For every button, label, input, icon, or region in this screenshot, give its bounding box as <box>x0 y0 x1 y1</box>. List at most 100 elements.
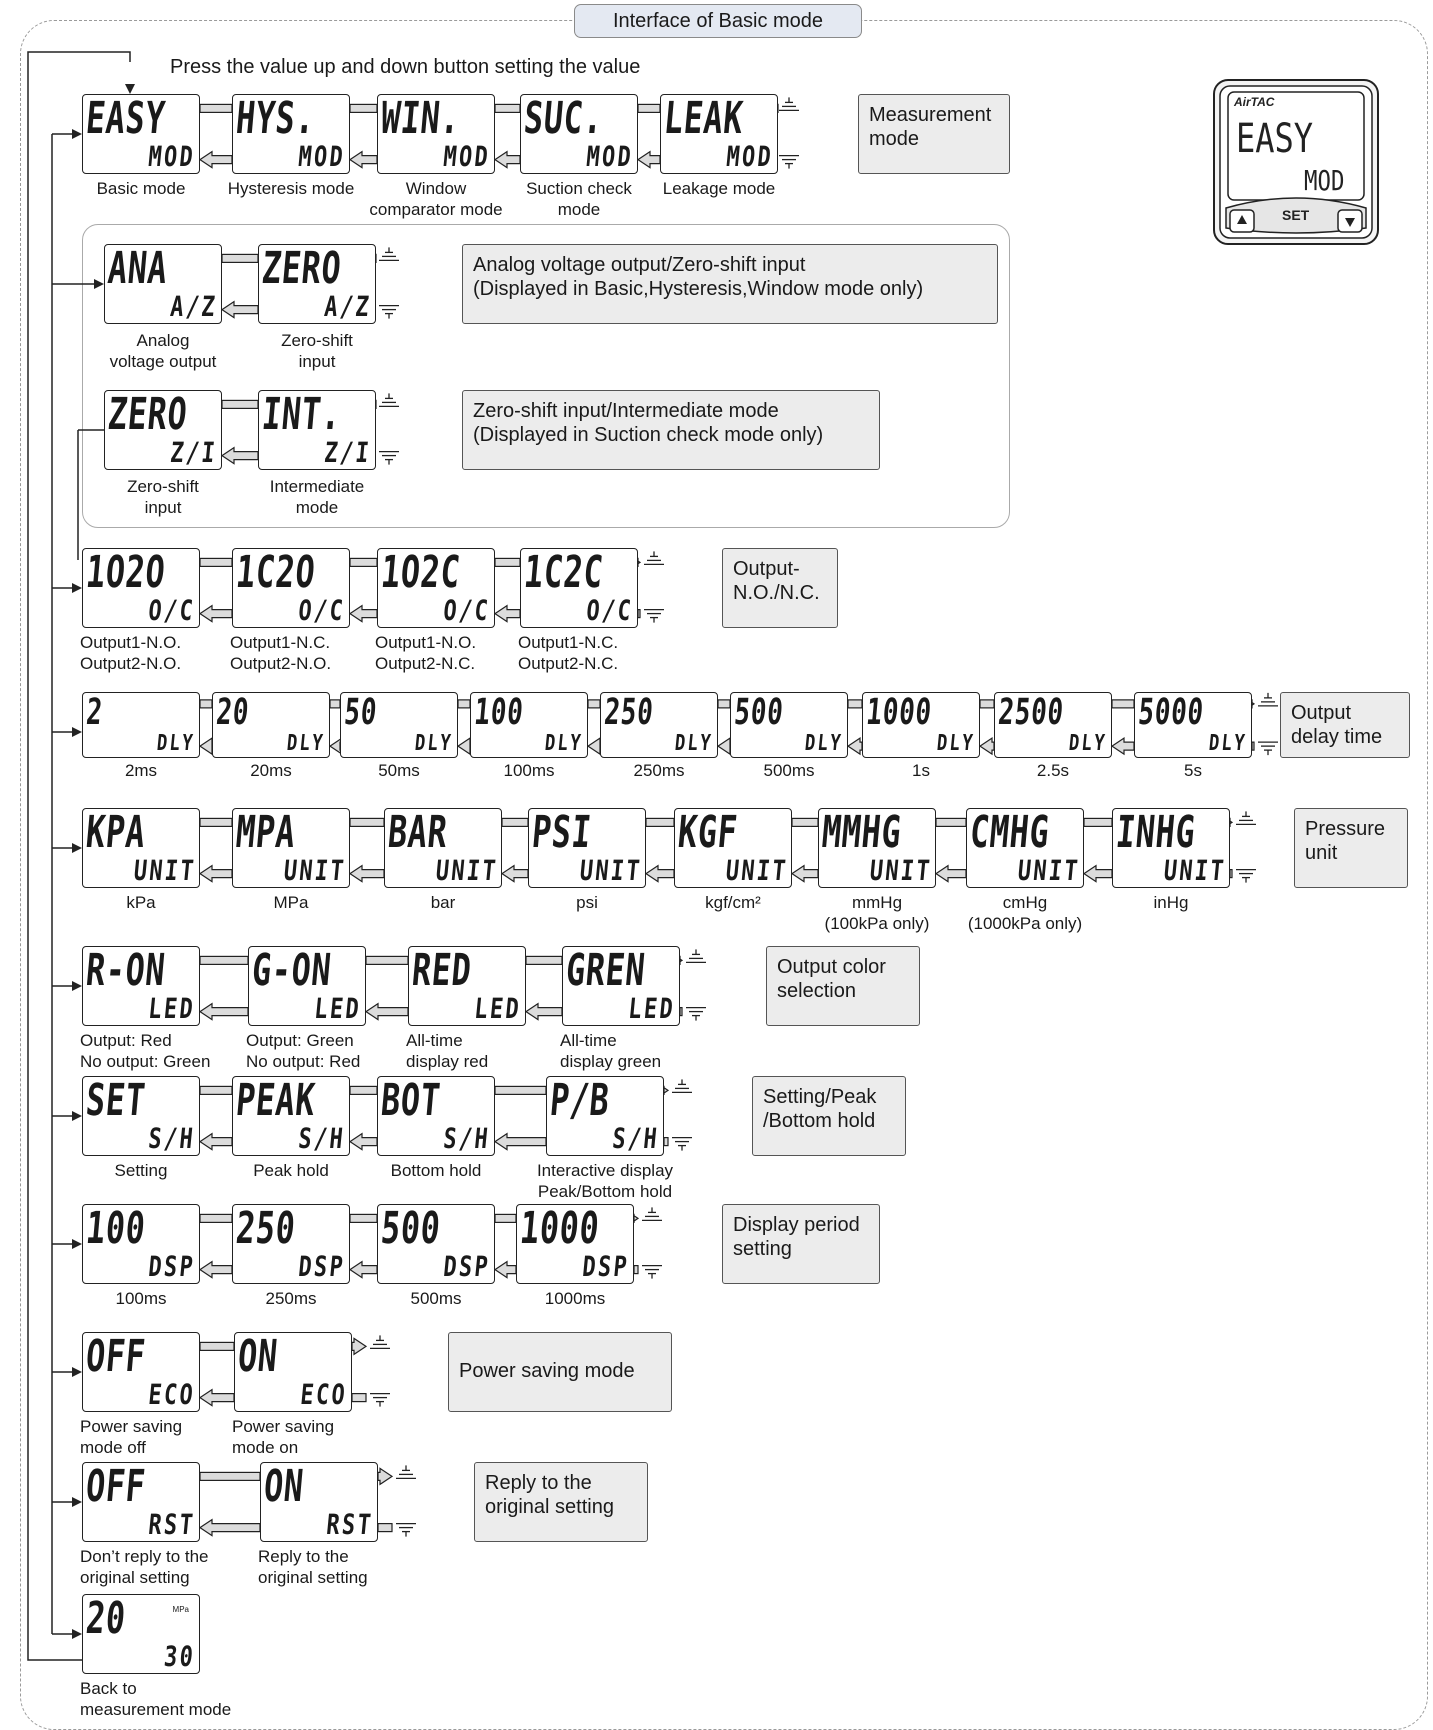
lcd-sub-text: Z/I <box>323 436 373 469</box>
back-arrow <box>978 736 995 756</box>
caption-line: mode on <box>232 1438 299 1457</box>
forward-bar <box>637 103 661 114</box>
lcd-main-text: HYS. <box>233 94 318 144</box>
up-stack-icon <box>1258 692 1278 707</box>
back-arrow <box>1082 864 1113 883</box>
caption-line: Power saving <box>80 1417 183 1436</box>
lcd-caption: Peak hold <box>253 1161 329 1180</box>
lcd-main-text: 100 <box>472 692 526 733</box>
device-brand-text: AirTAC <box>1233 95 1275 109</box>
lcd-main-text: OFF <box>83 1332 148 1382</box>
forward-bar <box>365 955 409 966</box>
back-arrow <box>198 604 233 623</box>
lcd-main-text: P/B <box>547 1076 612 1126</box>
lcd-main-text: PEAK <box>233 1076 318 1126</box>
feed-arrowhead <box>94 279 104 289</box>
lcd-unit-text: MPa <box>172 1605 189 1614</box>
lcd-main-text: INT. <box>259 390 344 440</box>
back-arrow <box>493 150 521 169</box>
lcd-screen: WIN.MOD <box>377 94 495 174</box>
lcd-sub-text: DSP <box>581 1250 631 1283</box>
lcd-caption: Basic mode <box>96 179 186 198</box>
lcd-sub-text: RST <box>147 1508 197 1541</box>
caption-line: measurement mode <box>80 1700 232 1719</box>
lcd-main-text: 20 <box>214 692 251 733</box>
label-line: Output color <box>777 956 886 978</box>
lcd-main-text: 250 <box>602 692 656 733</box>
lcd-caption: 2ms <box>124 761 158 780</box>
back-arrow <box>198 1388 235 1407</box>
caption-line: Output1-N.O. <box>80 633 182 652</box>
lcd-sub-text: UNIT <box>433 854 499 887</box>
caption-line: No output: Red <box>246 1052 361 1071</box>
lcd-sub-text: A/Z <box>169 290 219 323</box>
down-stack-icon <box>370 1392 390 1407</box>
caption-line: comparator mode <box>369 200 503 219</box>
down-stack-icon <box>672 1136 692 1151</box>
label-line: Reply to the <box>485 1472 592 1494</box>
lcd-sub-text: 30 <box>162 1640 197 1673</box>
device-top-text: EASY <box>1236 114 1313 161</box>
forward-bar <box>221 253 259 263</box>
back-arrow <box>1110 736 1135 756</box>
caption-line: All-time <box>406 1031 463 1050</box>
back-bar <box>1229 868 1233 879</box>
lcd-sub-text: UNIT <box>867 854 933 887</box>
feed-arrowhead <box>72 1629 82 1639</box>
caption-line: (1000kPa only) <box>967 914 1083 933</box>
lcd-caption: MPa <box>273 893 309 912</box>
back-arrow <box>198 736 213 756</box>
lcd-sub-text: S/H <box>442 1122 492 1155</box>
caption-line: voltage output <box>109 352 217 371</box>
row-label-box: Output-N.O./N.C. <box>722 548 838 628</box>
lcd-sub-text: DLY <box>935 731 977 756</box>
lcd-main-text: G-ON <box>249 946 334 996</box>
up-stack-icon <box>642 1207 662 1222</box>
lcd-caption: mmHg(100kPa only) <box>812 892 942 934</box>
lcd-sub-text: DSP <box>297 1250 347 1283</box>
up-stack-icon <box>379 247 399 262</box>
caption-line: input <box>298 352 336 371</box>
lcd-caption: Output1-N.C.Output2-N.O. <box>230 632 331 674</box>
label-line: setting <box>733 1238 792 1260</box>
device-illustration: AirTAC EASY MOD SET <box>1213 79 1379 245</box>
forward-bar <box>199 1341 235 1352</box>
caption-line: Output1-N.C. <box>518 633 619 652</box>
lcd-main-text: 50 <box>342 692 379 733</box>
forward-bar <box>199 103 233 114</box>
lcd-main-text: 500 <box>378 1204 443 1254</box>
lcd-sub-text: ECO <box>299 1378 349 1411</box>
lcd-main-text: KPA <box>83 808 148 858</box>
back-arrow <box>644 864 675 883</box>
lcd-caption: Output1-N.O.Output2-N.O. <box>80 632 181 674</box>
caption-line: original setting <box>80 1568 190 1587</box>
lcd-main-text: MMHG <box>819 808 904 858</box>
back-arrow <box>348 864 385 883</box>
lcd-main-text: 5000 <box>1136 692 1206 733</box>
lcd-main-text: 1C2C <box>521 548 606 598</box>
lcd-sub-text: O/C <box>147 594 197 627</box>
feed-arrowhead <box>72 1367 82 1377</box>
lcd-caption: 5s <box>1184 761 1202 780</box>
